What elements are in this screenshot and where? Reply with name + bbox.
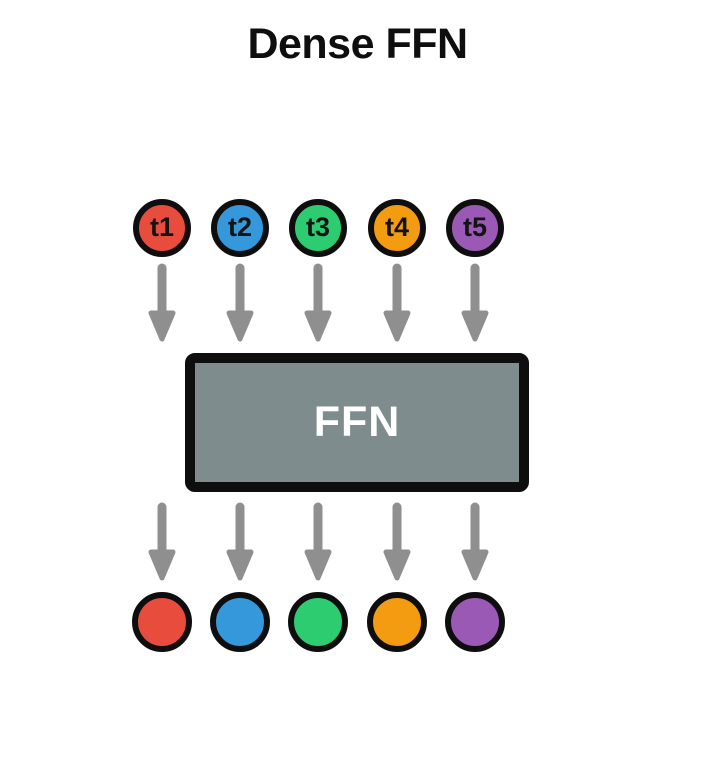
arrow-down-icon xyxy=(304,263,332,342)
arrow-down-icon xyxy=(383,263,411,342)
arrow-down-icon xyxy=(148,263,176,342)
output-circle-5 xyxy=(445,592,505,652)
arrow-down-icon xyxy=(226,263,254,342)
token-label-t5: t5 xyxy=(462,211,487,242)
token-circle-t3: t3 xyxy=(289,199,347,257)
arrow-down-icon xyxy=(226,502,254,581)
token-label-t4: t4 xyxy=(384,211,409,242)
output-circle-1 xyxy=(132,592,192,652)
diagram-title: Dense FFN xyxy=(247,20,468,68)
token-circle-t2: t2 xyxy=(211,199,269,257)
arrow-down-icon xyxy=(461,263,489,342)
token-label-t2: t2 xyxy=(227,211,252,242)
ffn-label: FFN xyxy=(313,398,401,446)
token-label-t3: t3 xyxy=(305,211,330,242)
output-circle-3 xyxy=(288,592,348,652)
token-circle-t5: t5 xyxy=(446,199,504,257)
token-circle-t1: t1 xyxy=(133,199,191,257)
arrow-down-icon xyxy=(304,502,332,581)
token-circle-t4: t4 xyxy=(368,199,426,257)
arrow-down-icon xyxy=(148,502,176,581)
arrow-down-icon xyxy=(383,502,411,581)
output-circle-2 xyxy=(210,592,270,652)
arrow-down-icon xyxy=(461,502,489,581)
token-label-t1: t1 xyxy=(149,211,174,242)
ffn-box: FFN xyxy=(185,353,529,492)
output-circle-4 xyxy=(367,592,427,652)
